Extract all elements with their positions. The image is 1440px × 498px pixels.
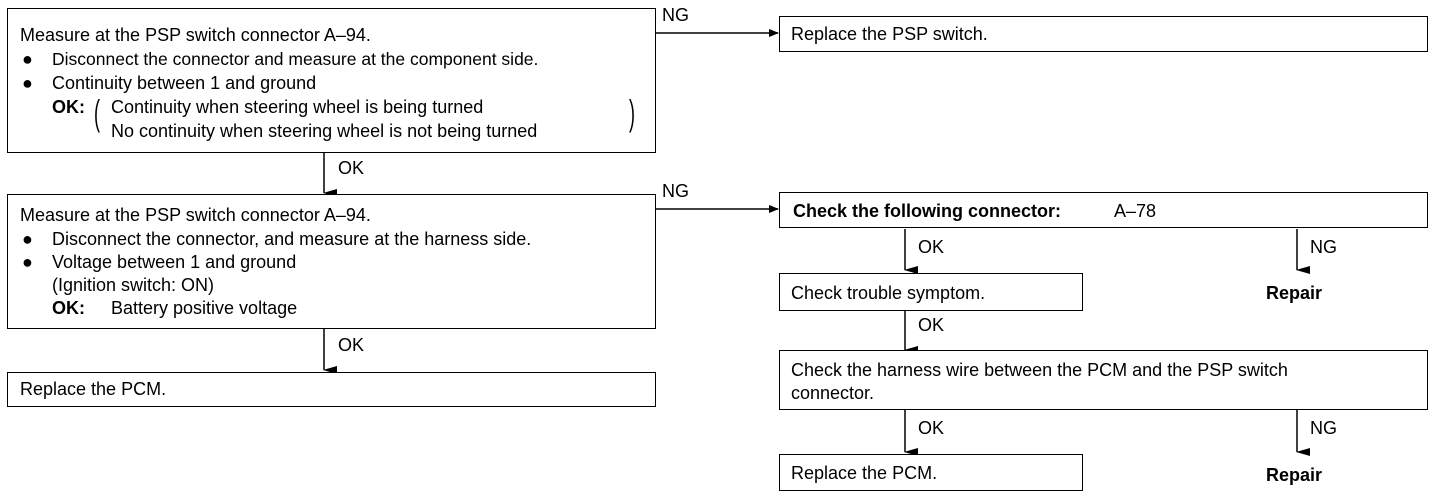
box2-ok-value: Battery positive voltage: [111, 298, 298, 318]
check-connector-box: Check the following connector: A–78: [779, 192, 1428, 228]
box1-ok-label: OK:: [52, 97, 85, 117]
ok-label-right-2: OK: [918, 315, 945, 335]
box2-bullet2: Voltage between 1 and ground: [52, 252, 297, 272]
ok-label-left-2: OK: [338, 335, 365, 355]
ng-label-2: NG: [662, 181, 689, 201]
box2-bullet1: Disconnect the connector, and measure at…: [52, 229, 532, 249]
ng-label-1: NG: [662, 5, 689, 25]
box1-bullet2: Continuity between 1 and ground: [52, 73, 317, 93]
box1-bullet1: Disconnect the connector and measure at …: [52, 49, 539, 69]
replace-pcm-box-left: Replace the PCM.: [7, 372, 656, 407]
box3-text: Replace the PCM.: [20, 379, 167, 399]
check-harness-wire-box: Check the harness wire between the PCM a…: [779, 350, 1428, 410]
repair-label-2: Repair: [1266, 465, 1323, 485]
box2-bullet2-sub: (Ignition switch: ON): [52, 275, 215, 295]
box-e-text: Replace the PCM.: [791, 463, 938, 483]
right-paren: ): [629, 92, 635, 133]
left-paren: (: [94, 92, 100, 133]
box-b-value: A–78: [1114, 201, 1157, 221]
bullet-icon: ●: [22, 229, 33, 249]
ok-label-left-1: OK: [338, 158, 365, 178]
measure-component-side-box: Measure at the PSP switch connector A–94…: [7, 8, 656, 153]
bullet-icon: ●: [22, 252, 33, 272]
bullet-icon: ●: [22, 73, 33, 93]
box-d-line2: connector.: [791, 383, 875, 403]
check-trouble-symptom-box: Check trouble symptom.: [779, 273, 1083, 311]
box-b-label: Check the following connector:: [793, 201, 1062, 221]
measure-harness-side-box: Measure at the PSP switch connector A–94…: [7, 194, 656, 329]
ok-label-right-3: OK: [918, 418, 945, 438]
box2-title: Measure at the PSP switch connector A–94…: [20, 205, 371, 225]
box-a-text: Replace the PSP switch.: [791, 24, 988, 44]
box1-title: Measure at the PSP switch connector A–94…: [20, 25, 371, 45]
box1-ok-line2: No continuity when steering wheel is not…: [111, 121, 538, 141]
ok-label-right-1: OK: [918, 237, 945, 257]
box2-ok-label: OK:: [52, 298, 85, 318]
ng-label-right-1: NG: [1310, 237, 1337, 257]
box-c-text: Check trouble symptom.: [791, 283, 986, 303]
bullet-icon: ●: [22, 49, 33, 69]
replace-pcm-box-right: Replace the PCM.: [779, 454, 1083, 491]
box-d-line1: Check the harness wire between the PCM a…: [791, 360, 1288, 380]
ng-label-right-2: NG: [1310, 418, 1337, 438]
repair-label-1: Repair: [1266, 283, 1323, 303]
box1-ok-line1: Continuity when steering wheel is being …: [111, 97, 484, 117]
replace-psp-switch-box: Replace the PSP switch.: [779, 16, 1428, 52]
